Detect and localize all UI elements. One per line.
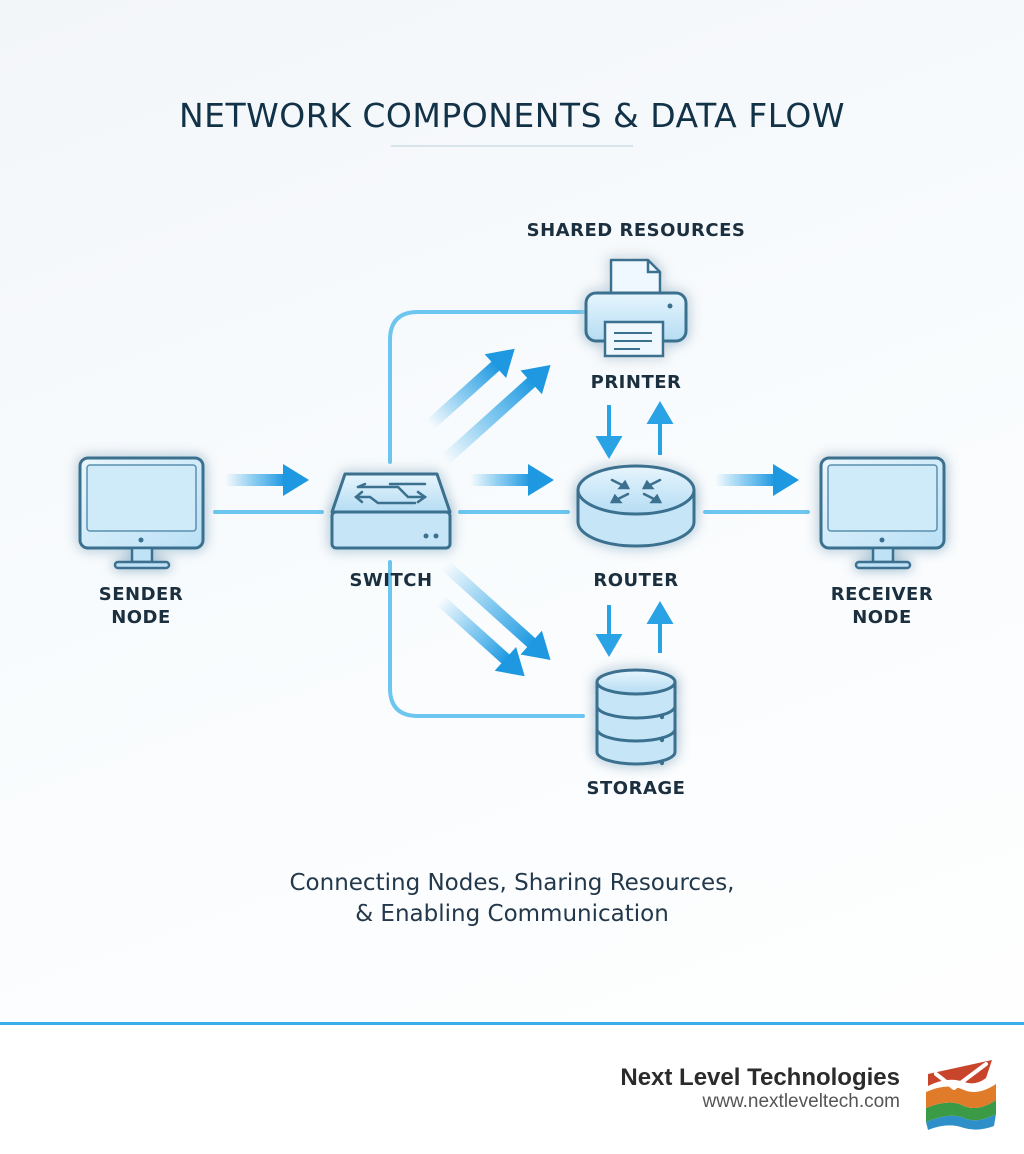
line-switch-storage [388,560,585,718]
receiver-monitor-icon [819,456,946,570]
company-url[interactable]: www.nextleveltech.com [702,1091,900,1112]
sender-monitor-icon [78,456,205,570]
network-diagram [78,258,946,766]
subtitle-line-2: & Enabling Communication [355,901,669,927]
storage-icon [595,668,677,766]
footer [0,1025,1024,1154]
subtitle: Connecting Nodes, Sharing Resources, & E… [0,868,1024,930]
title-divider [391,145,633,147]
subtitle-line-1: Connecting Nodes, Sharing Resources, [289,870,735,896]
flow-arrows [225,348,799,677]
page-title: NETWORK COMPONENTS & DATA FLOW [178,96,846,135]
connection-lines [213,310,810,718]
company-name: Next Level Technologies [620,1064,900,1091]
arrow-sender-switch [225,464,309,496]
router-icon [576,464,696,548]
sender-node-label: SENDER NODE [98,584,184,628]
shared-resources-label: SHARED RESOURCES [526,220,746,241]
storage-label: STORAGE [586,778,686,799]
arrow-switch-printer-1 [425,348,515,430]
line-switch-printer [388,310,585,464]
receiver-node-label: RECEIVER NODE [830,584,934,628]
arrow-switch-router [470,464,554,496]
arrow-switch-storage-2 [435,595,525,677]
arrow-printer-router-down [595,405,623,459]
footer-divider [0,1022,1024,1025]
arrow-switch-storage-1 [440,560,551,661]
arrow-storage-router-up [646,601,674,653]
switch-label: SWITCH [349,570,433,591]
printer-icon [584,258,688,358]
company-logo-icon [926,1060,996,1130]
switch-icon [330,472,452,550]
arrow-router-receiver [715,464,799,496]
router-label: ROUTER [593,570,679,591]
arrow-router-storage-down [595,605,623,657]
printer-label: PRINTER [590,372,682,393]
arrow-router-printer-up [646,401,674,455]
arrow-switch-printer-2 [440,364,551,465]
